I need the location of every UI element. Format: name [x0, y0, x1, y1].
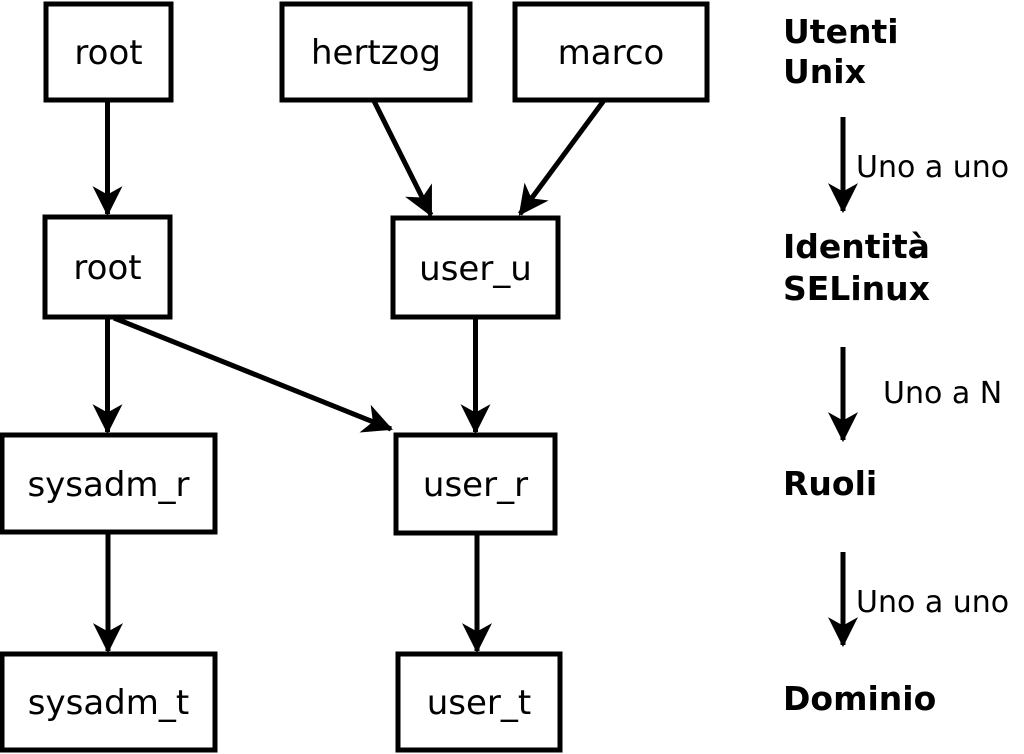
node-domain-sysadm-t-label: sysadm_t — [28, 683, 189, 723]
node-selinux-root: root — [42, 214, 173, 320]
legend-rel-uno-a-uno-2: Uno a uno — [856, 585, 1009, 620]
node-unix-marco: marco — [512, 1, 710, 103]
node-role-user-r-label: user_r — [423, 465, 528, 505]
legend-identita-selinux-line2: SELinux — [783, 269, 930, 308]
arrow-selinuxroot-to-userr — [113, 315, 393, 433]
node-role-sysadm-r: sysadm_r — [0, 432, 218, 535]
node-selinux-root-label: root — [73, 248, 141, 288]
node-selinux-user-u: user_u — [390, 215, 561, 320]
node-domain-sysadm-t: sysadm_t — [0, 651, 218, 753]
node-domain-user-t-label: user_t — [427, 683, 532, 723]
arrow-hertzog-to-useru — [370, 97, 434, 217]
legend-utenti-unix-line1: Utenti — [783, 12, 899, 51]
legend: Utenti Unix Uno a uno Identità SELinux U… — [783, 12, 1009, 718]
legend-dominio-label: Dominio — [783, 679, 936, 718]
arrow-marco-to-useru — [517, 97, 608, 216]
node-role-sysadm-r-label: sysadm_r — [27, 465, 189, 505]
node-unix-root-label: root — [74, 33, 142, 73]
node-domain-user-t: user_t — [395, 651, 563, 753]
node-role-user-r: user_r — [393, 432, 558, 536]
node-selinux-user-u-label: user_u — [419, 249, 532, 289]
legend-rel-uno-a-n: Uno a N — [883, 376, 1002, 411]
legend-utenti-unix-line2: Unix — [783, 52, 866, 91]
node-unix-marco-label: marco — [558, 33, 665, 73]
legend-rel-uno-a-uno-1: Uno a uno — [856, 150, 1009, 185]
legend-identita-selinux-line1: Identità — [783, 227, 930, 266]
node-unix-hertzog: hertzog — [279, 1, 473, 103]
node-unix-root: root — [43, 1, 174, 103]
node-unix-hertzog-label: hertzog — [311, 33, 441, 73]
legend-ruoli-label: Ruoli — [783, 464, 877, 503]
